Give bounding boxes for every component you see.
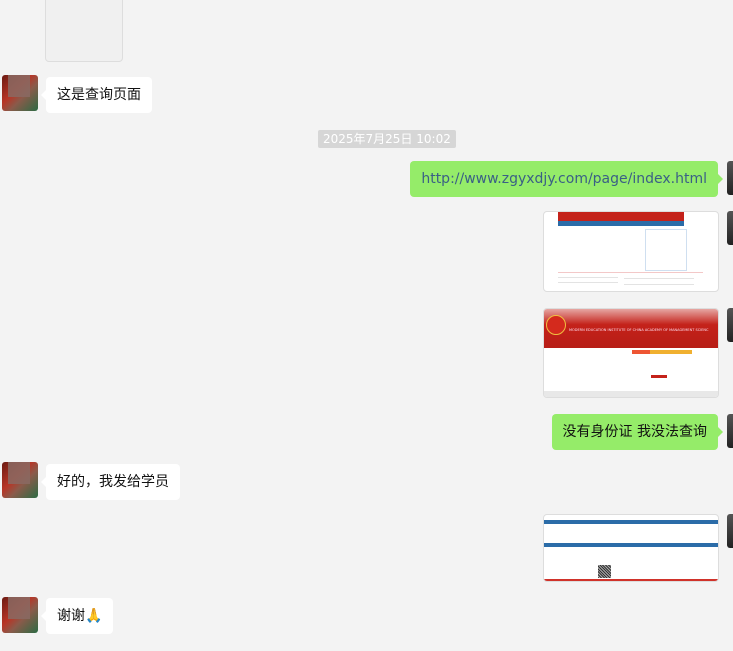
image-message-website[interactable] — [543, 211, 719, 292]
timestamp: 2025年7月25日 10:02 — [318, 130, 456, 148]
message-bubble[interactable]: 谢谢🙏 — [40, 598, 114, 634]
message-text: 好的，我发给学员 — [57, 474, 169, 490]
link-text[interactable]: http://www.zgyxdjy.com/page/index.html — [421, 171, 707, 187]
image-message-result[interactable] — [543, 514, 719, 582]
banner-text: MODERN EDUCATION INSTITUTE OF CHINA ACAD… — [569, 328, 709, 332]
image-message-partial[interactable] — [45, 0, 123, 62]
self-avatar[interactable] — [727, 514, 733, 548]
message-bubble[interactable]: 这是查询页面 — [41, 77, 152, 113]
self-avatar[interactable] — [727, 414, 733, 448]
message-bubble[interactable]: 好的，我发给学员 — [41, 464, 180, 500]
link-message[interactable]: http://www.zgyxdjy.com/page/index.html — [410, 161, 723, 197]
self-avatar[interactable] — [727, 308, 733, 342]
message-text: 这是查询页面 — [57, 87, 141, 103]
contact-avatar[interactable] — [2, 462, 38, 498]
self-avatar[interactable] — [727, 211, 733, 245]
message-bubble[interactable]: 没有身份证 我没法查询 — [551, 414, 724, 450]
message-text: 谢谢🙏 — [57, 608, 103, 624]
contact-avatar[interactable] — [2, 75, 38, 111]
image-message-query-page[interactable]: MODERN EDUCATION INSTITUTE OF CHINA ACAD… — [543, 308, 719, 398]
message-text: 没有身份证 我没法查询 — [562, 424, 707, 440]
contact-avatar[interactable] — [2, 597, 38, 633]
self-avatar[interactable] — [727, 161, 733, 195]
